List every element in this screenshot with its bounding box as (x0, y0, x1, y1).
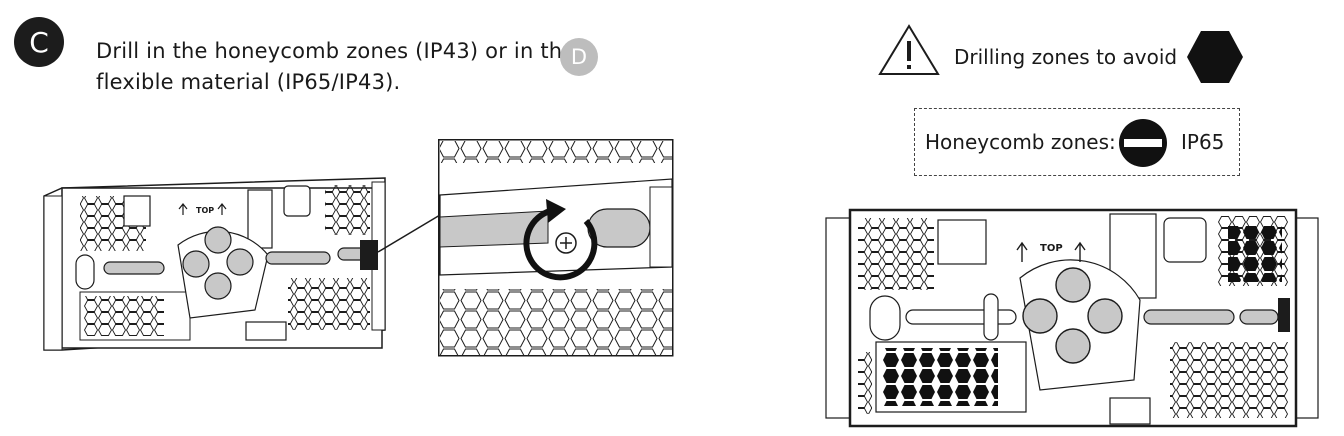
legend-ip-value: IP65 (1181, 130, 1225, 154)
instruction-text: Drill in the honeycomb zones (IP43) or i… (96, 36, 575, 98)
top-label-right: TOP (1040, 243, 1063, 254)
black-hexagon-icon (1187, 31, 1243, 83)
legend-label: Honeycomb zones: (925, 130, 1116, 154)
instruction-line-2: flexible material (IP65/IP43). (96, 70, 401, 94)
zoom-detail (438, 139, 674, 357)
step-d-badge: D (560, 38, 598, 76)
top-label-left: TOP (196, 206, 215, 215)
no-entry-icon (1119, 119, 1167, 167)
warning-triangle-icon (878, 24, 940, 75)
avoid-zones-label: Drilling zones to avoid (954, 45, 1178, 69)
instruction-line-1: Drill in the honeycomb zones (IP43) or i… (96, 39, 576, 63)
step-c-badge: C (14, 17, 64, 67)
legend-box (914, 108, 1240, 176)
